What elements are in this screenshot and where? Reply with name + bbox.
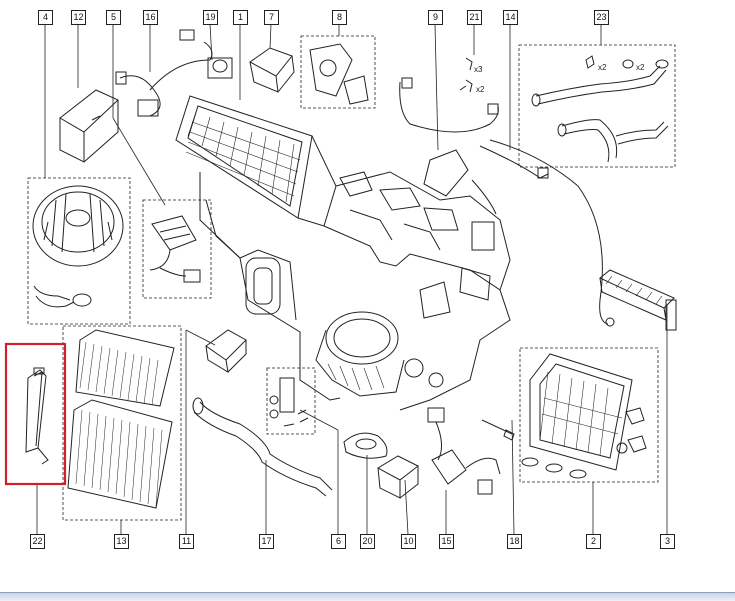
part-label-23: 23 xyxy=(594,10,609,25)
hvac-housing-part xyxy=(175,95,511,411)
flap-motor-part xyxy=(309,43,369,105)
control-unit-part xyxy=(205,329,247,373)
annotation-x2-screws: x2 xyxy=(476,85,485,94)
annotation-x2-ring: x2 xyxy=(636,63,645,72)
part-label-12: 12 xyxy=(71,10,86,25)
sensor-box-part xyxy=(376,455,419,499)
cap-part xyxy=(343,432,388,459)
window-bottom-scrollbar[interactable] xyxy=(0,592,735,601)
part-label-13: 13 xyxy=(114,534,129,549)
part-label-9: 9 xyxy=(428,10,443,25)
part-label-6: 6 xyxy=(331,534,346,549)
filter-seal-part xyxy=(25,367,49,465)
part-label-14: 14 xyxy=(503,10,518,25)
drain-hose-part xyxy=(192,397,333,497)
part-label-16: 16 xyxy=(143,10,158,25)
part-label-18: 18 xyxy=(507,534,522,549)
part-label-11: 11 xyxy=(179,534,194,549)
part-label-5: 5 xyxy=(106,10,121,25)
connector-harness-part xyxy=(427,407,501,495)
cabin-filter-part xyxy=(67,329,175,509)
part-label-8: 8 xyxy=(332,10,347,25)
expansion-valve-part xyxy=(269,377,309,427)
highlight-box xyxy=(4,342,67,486)
part-label-17: 17 xyxy=(259,534,274,549)
annotation-x3: x3 xyxy=(474,65,483,74)
dashed-group-boxes xyxy=(27,35,676,521)
heater-pipes-part xyxy=(531,55,669,163)
resistor-part xyxy=(149,215,201,283)
part-label-20: 20 xyxy=(360,534,375,549)
part-label-7: 7 xyxy=(264,10,279,25)
actuator-part xyxy=(399,77,615,327)
heater-core-part xyxy=(521,353,647,479)
small-module-part xyxy=(249,47,295,93)
screws-part xyxy=(459,57,473,93)
part-label-4: 4 xyxy=(38,10,53,25)
small-heater-core-part xyxy=(599,269,677,331)
part-label-22: 22 xyxy=(30,534,45,549)
part-label-1: 1 xyxy=(233,10,248,25)
part-label-21: 21 xyxy=(467,10,482,25)
annotation-x2-clip: x2 xyxy=(598,63,607,72)
part-label-10: 10 xyxy=(401,534,416,549)
leader-lines xyxy=(36,23,668,535)
temperature-probe-part xyxy=(481,419,515,441)
part-label-15: 15 xyxy=(439,534,454,549)
part-label-2: 2 xyxy=(586,534,601,549)
part-label-19: 19 xyxy=(203,10,218,25)
part-label-3: 3 xyxy=(660,534,675,549)
blower-fan-part xyxy=(32,185,124,308)
wiring-harness-part xyxy=(115,29,233,117)
control-module-part xyxy=(59,89,119,163)
